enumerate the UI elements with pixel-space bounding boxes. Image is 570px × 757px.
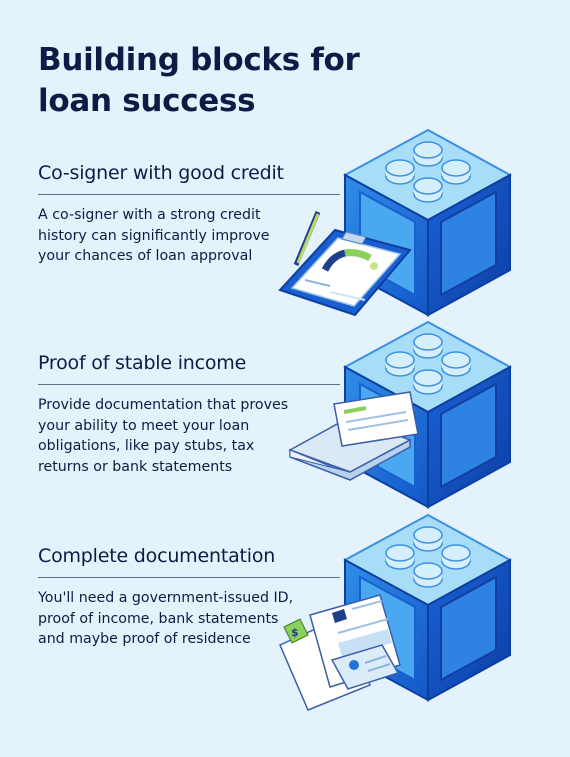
envelope-document-icon [288, 391, 419, 481]
building-block-icon [288, 320, 513, 509]
id-documents-icon: $ [279, 594, 401, 711]
section-documentation: Complete documentation You'll need a gov… [38, 545, 340, 650]
building-block-icon: $ [279, 513, 513, 711]
svg-text:$: $ [291, 626, 299, 639]
section-income: Proof of stable income Provide documenta… [38, 352, 340, 477]
dollar-icon: $ [283, 618, 309, 644]
clipboard-credit-icon [278, 211, 412, 317]
section-body: You'll need a government-issued ID, proo… [38, 590, 294, 647]
section-body: A co-signer with a strong credit history… [38, 207, 270, 264]
building-block-icon [278, 128, 513, 317]
section-heading: Complete documentation [38, 545, 340, 578]
page-title: Building blocks for loan success [38, 42, 360, 119]
section-heading: Proof of stable income [38, 352, 340, 385]
section-heading: Co-signer with good credit [38, 162, 340, 195]
section-co-signer: Co-signer with good credit A co-signer w… [38, 162, 340, 267]
section-body: Provide documentation that proves your a… [38, 397, 289, 475]
